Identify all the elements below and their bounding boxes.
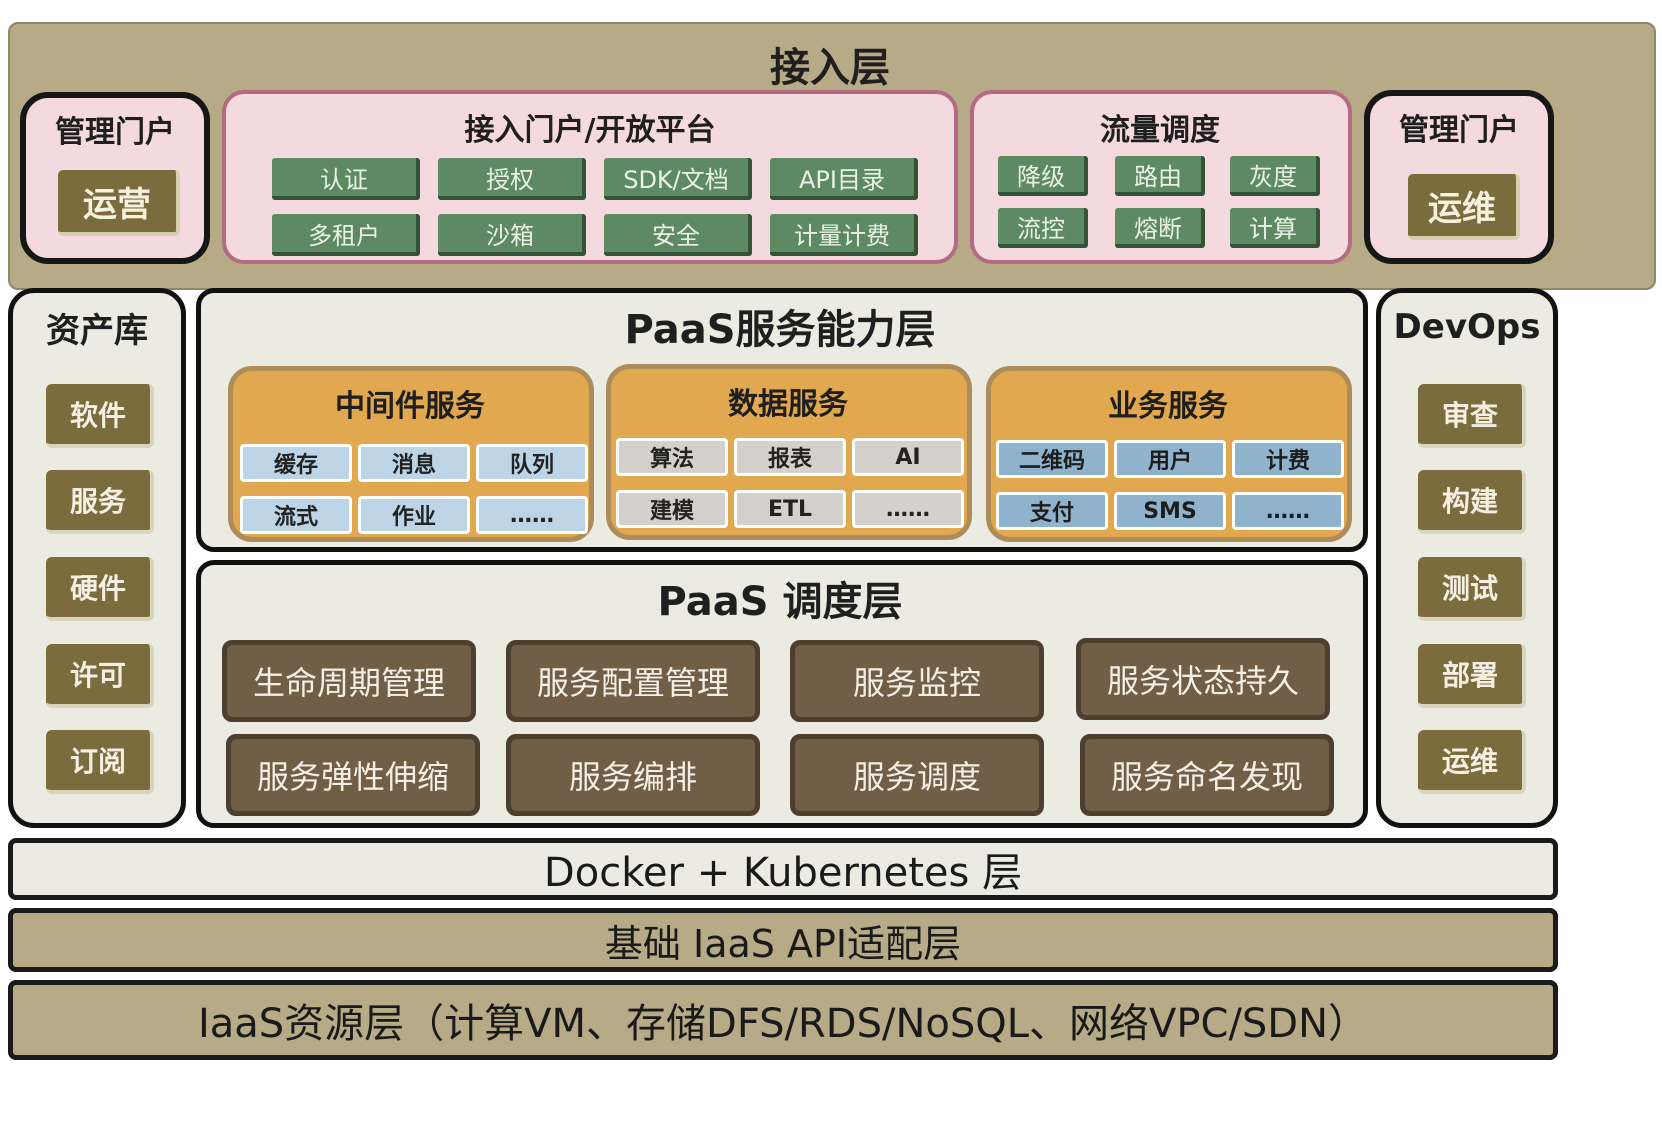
asset-library-title: 资产库 bbox=[46, 310, 148, 351]
routing-pill: 路由 bbox=[1115, 156, 1205, 196]
right-portal-title: 管理门户 bbox=[1399, 113, 1519, 148]
devops-test-item[interactable]: 测试 bbox=[1418, 557, 1526, 621]
job-pill: 作业 bbox=[358, 496, 470, 534]
modeling-pill: 建模 bbox=[616, 490, 728, 528]
service-scheduling-box: 服务调度 bbox=[790, 734, 1044, 816]
iaas-resource-layer: IaaS资源层（计算VM、存储DFS/RDS/NoSQL、网络VPC/SDN） bbox=[8, 980, 1558, 1060]
asset-subscription-item[interactable]: 订阅 bbox=[46, 730, 154, 794]
circuit-breaker-pill: 熔断 bbox=[1115, 208, 1205, 248]
devops-ops-item[interactable]: 运维 bbox=[1418, 730, 1526, 794]
service-naming-discovery-box: 服务命名发现 bbox=[1080, 734, 1334, 816]
data-more-pill: …… bbox=[852, 490, 964, 528]
asset-license-item[interactable]: 许可 bbox=[46, 644, 154, 708]
ai-pill: AI bbox=[852, 438, 964, 476]
business-more-pill: …… bbox=[1232, 492, 1344, 530]
queue-pill: 队列 bbox=[476, 444, 588, 482]
devops-review-item[interactable]: 审查 bbox=[1418, 384, 1526, 448]
asset-service-item[interactable]: 服务 bbox=[46, 470, 154, 534]
sdk-docs-pill: SDK/文档 bbox=[604, 158, 752, 200]
iaas-api-adapter-layer: 基础 IaaS API适配层 bbox=[8, 908, 1558, 972]
report-pill: 报表 bbox=[734, 438, 846, 476]
multi-tenant-pill: 多租户 bbox=[272, 214, 420, 256]
asset-software-item[interactable]: 软件 bbox=[46, 384, 154, 448]
traffic-scheduling-title: 流量调度 bbox=[1100, 113, 1220, 148]
access-layer-title: 接入层 bbox=[770, 45, 890, 91]
security-pill: 安全 bbox=[604, 214, 752, 256]
compute-pill: 计算 bbox=[1230, 208, 1320, 248]
flow-control-pill: 流控 bbox=[998, 208, 1088, 248]
streaming-pill: 流式 bbox=[240, 496, 352, 534]
sms-pill: SMS bbox=[1114, 492, 1226, 530]
etl-pill: ETL bbox=[734, 490, 846, 528]
metering-billing-pill: 计量计费 bbox=[770, 214, 918, 256]
user-pill: 用户 bbox=[1114, 440, 1226, 478]
asset-hardware-item[interactable]: 硬件 bbox=[46, 557, 154, 621]
left-portal-title: 管理门户 bbox=[55, 115, 175, 150]
service-state-persistence-box: 服务状态持久 bbox=[1076, 638, 1330, 720]
service-monitoring-box: 服务监控 bbox=[790, 640, 1044, 722]
operations-button[interactable]: 运营 bbox=[58, 170, 180, 236]
billing-pill: 计费 bbox=[1232, 440, 1344, 478]
algorithm-pill: 算法 bbox=[616, 438, 728, 476]
gray-release-pill: 灰度 bbox=[1230, 156, 1320, 196]
payment-pill: 支付 bbox=[996, 492, 1108, 530]
message-pill: 消息 bbox=[358, 444, 470, 482]
docker-kubernetes-layer: Docker + Kubernetes 层 bbox=[8, 838, 1558, 900]
degrade-pill: 降级 bbox=[998, 156, 1088, 196]
authorization-pill: 授权 bbox=[438, 158, 586, 200]
auth-pill: 认证 bbox=[272, 158, 420, 200]
open-platform-title: 接入门户/开放平台 bbox=[464, 113, 716, 148]
api-catalog-pill: API目录 bbox=[770, 158, 918, 200]
middleware-more-pill: …… bbox=[476, 496, 588, 534]
middleware-service-title: 中间件服务 bbox=[335, 389, 485, 424]
cache-pill: 缓存 bbox=[240, 444, 352, 482]
lifecycle-management-box: 生命周期管理 bbox=[222, 640, 476, 722]
maintenance-button[interactable]: 运维 bbox=[1408, 174, 1520, 240]
devops-deploy-item[interactable]: 部署 bbox=[1418, 644, 1526, 708]
service-config-management-box: 服务配置管理 bbox=[506, 640, 760, 722]
service-elastic-scaling-box: 服务弹性伸缩 bbox=[226, 734, 480, 816]
data-service-title: 数据服务 bbox=[728, 387, 848, 422]
devops-title: DevOps bbox=[1393, 307, 1541, 347]
service-orchestration-box: 服务编排 bbox=[506, 734, 760, 816]
sandbox-pill: 沙箱 bbox=[438, 214, 586, 256]
qrcode-pill: 二维码 bbox=[996, 440, 1108, 478]
paas-scheduling-title: PaaS 调度层 bbox=[657, 579, 903, 625]
paas-capability-title: PaaS服务能力层 bbox=[624, 307, 936, 353]
devops-build-item[interactable]: 构建 bbox=[1418, 470, 1526, 534]
business-service-title: 业务服务 bbox=[1108, 389, 1228, 424]
